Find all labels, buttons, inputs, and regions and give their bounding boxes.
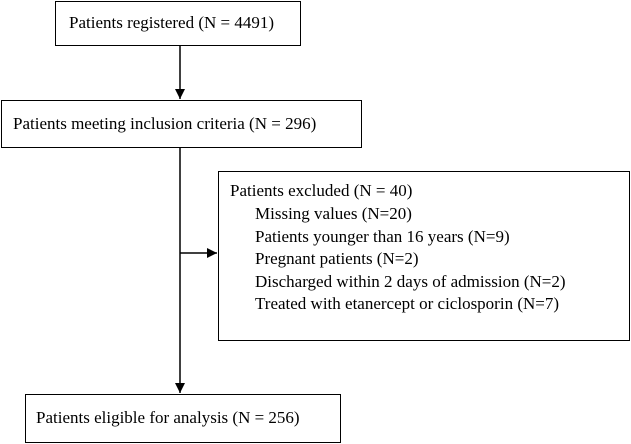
exclusion-reasons-list: Missing values (N=20) Patients younger t…: [230, 203, 629, 316]
patients-excluded-box: Patients excluded (N = 40) Missing value…: [218, 171, 630, 341]
exclusion-reason-pregnant: Pregnant patients (N=2): [255, 249, 419, 268]
patients-registered-label: Patients registered (N = 4491): [69, 13, 275, 32]
patients-eligible-label: Patients eligible for analysis (N = 256): [36, 408, 300, 427]
inclusion-criteria-box: Patients meeting inclusion criteria (N =…: [1, 100, 362, 148]
patients-eligible-box: Patients eligible for analysis (N = 256): [25, 394, 341, 443]
exclusion-reason-missing-values: Missing values (N=20): [255, 204, 412, 223]
patients-excluded-title: Patients excluded (N = 40): [230, 181, 413, 200]
exclusion-reason-etanercept-ciclosporin: Treated with etanercept or ciclosporin (…: [255, 294, 559, 313]
patients-registered-box: Patients registered (N = 4491): [55, 1, 301, 46]
exclusion-reason-under-16: Patients younger than 16 years (N=9): [255, 226, 510, 246]
exclusion-reason-discharged-early: Discharged within 2 days of admission (N…: [255, 271, 566, 291]
inclusion-criteria-label: Patients meeting inclusion criteria (N =…: [13, 114, 317, 133]
